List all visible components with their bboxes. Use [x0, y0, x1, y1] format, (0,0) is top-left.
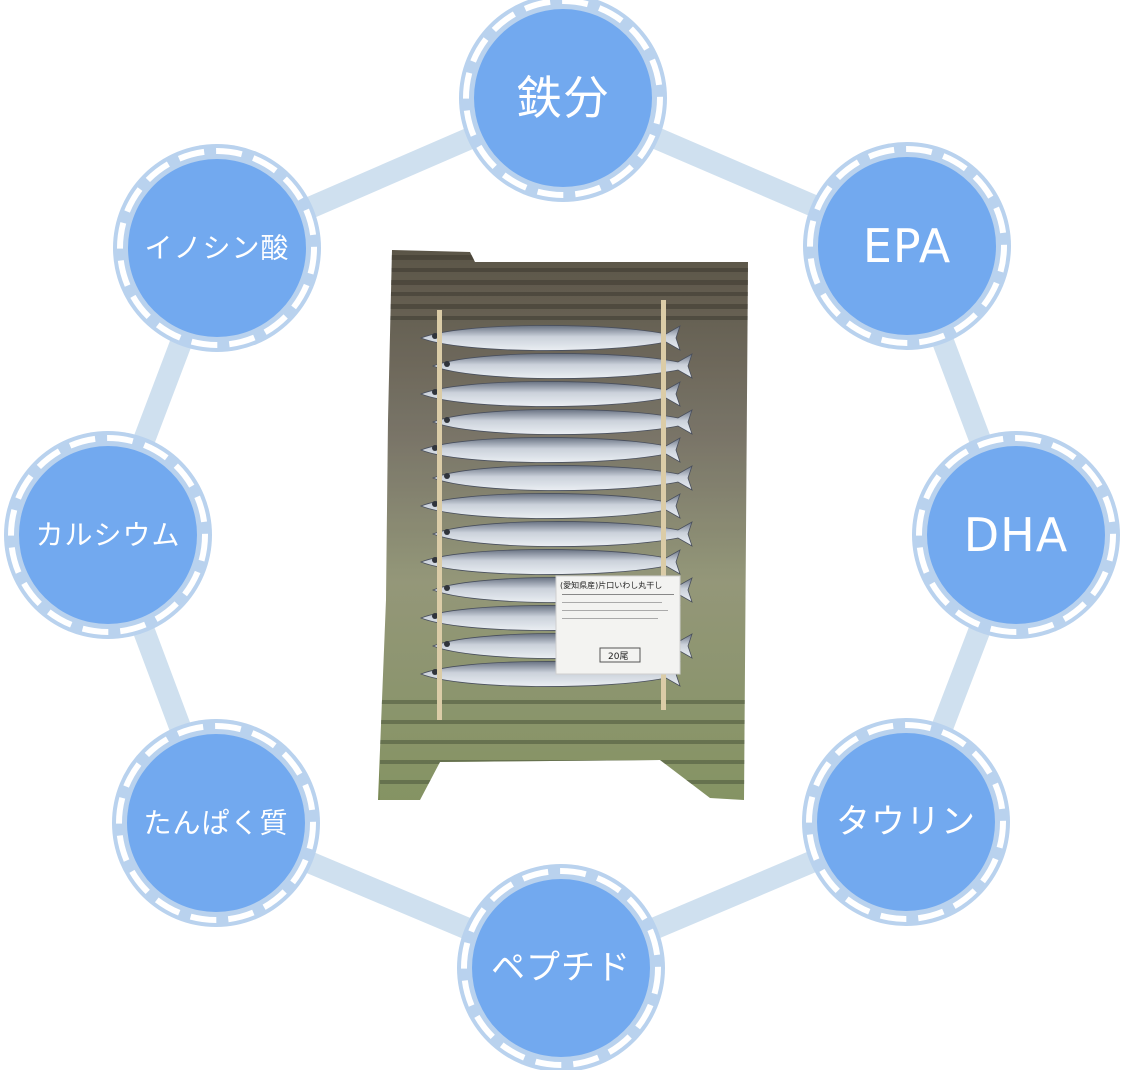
nutrient-nodes: 鉄分 EPA DHA タウリン ペプチド: [4, 0, 1120, 1070]
node-calcium: カルシウム: [4, 431, 212, 639]
fish: [419, 549, 681, 575]
node-label-calcium: カルシウム: [35, 519, 180, 552]
product-label-sticker: (愛知県産)片口いわし丸干し 20尾: [555, 575, 681, 675]
node-dha: DHA: [912, 431, 1120, 639]
fish: [431, 353, 693, 379]
node-label-inosinic: イノシン酸: [144, 232, 289, 265]
node-label-peptide: ペプチド: [491, 948, 631, 988]
fish: [431, 465, 693, 491]
node-inosinic: イノシン酸: [113, 144, 321, 352]
fish: [419, 381, 681, 407]
sticker-count: 20尾: [608, 651, 628, 662]
node-epa: EPA: [803, 142, 1011, 350]
fish: [431, 409, 693, 435]
sticker-title: (愛知県産)片口いわし丸干し: [560, 580, 662, 590]
node-protein: たんぱく質: [112, 719, 320, 927]
node-label-iron: 鉄分: [516, 71, 610, 125]
skewers: [437, 300, 666, 720]
node-peptide: ペプチド: [457, 864, 665, 1070]
fish: [431, 521, 693, 547]
node-label-taurine: タウリン: [836, 802, 976, 842]
node-taurine: タウリン: [802, 718, 1010, 926]
node-label-dha: DHA: [964, 508, 1068, 562]
fish: [419, 437, 681, 463]
node-iron: 鉄分: [459, 0, 667, 202]
fish: [419, 493, 681, 519]
fish: [419, 325, 681, 351]
product-photo: (愛知県産)片口いわし丸干し 20尾: [378, 250, 748, 800]
node-label-epa: EPA: [863, 219, 951, 273]
node-label-protein: たんぱく質: [143, 807, 288, 840]
